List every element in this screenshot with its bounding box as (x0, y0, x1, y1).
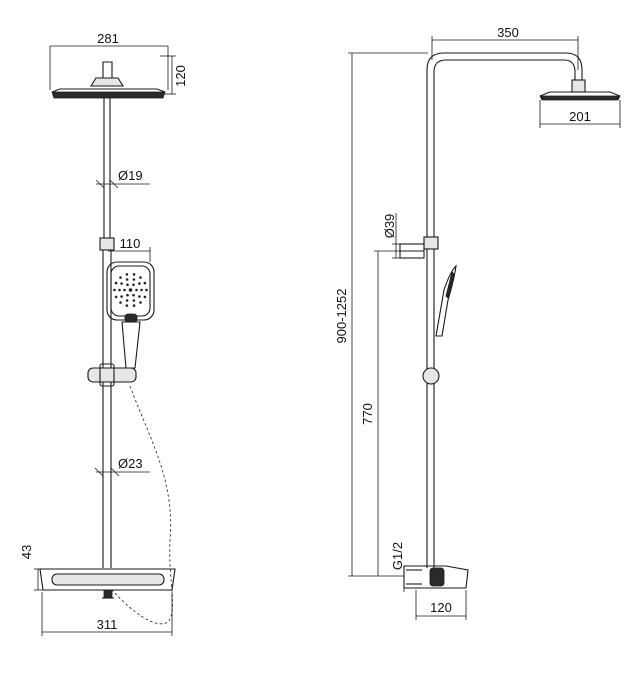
mixer-body (39, 568, 176, 591)
head-connector (102, 61, 113, 78)
nozzle-dot (132, 283, 135, 287)
nozzle-dot (132, 304, 136, 307)
hand-shower-side (435, 264, 457, 337)
nozzle-dot (145, 288, 148, 292)
nozzle-dot (143, 281, 147, 285)
hand-shower-nozzles (113, 273, 148, 307)
nozzle-dot (139, 276, 142, 279)
nozzle-dot (132, 299, 136, 302)
nozzle-dot (125, 273, 129, 276)
dim-lower-pipe: Ø23 (118, 456, 143, 471)
dim-mixer-depth: 120 (430, 600, 452, 615)
front-view: 281 120 Ø19 110 (19, 31, 188, 636)
nozzle-dot (120, 295, 123, 298)
nozzle-dot (113, 288, 116, 292)
nozzle-dot (126, 283, 129, 287)
nozzle-dot (138, 282, 141, 285)
nozzle-dot (114, 295, 118, 299)
head-mount (90, 77, 124, 87)
nozzle-dot (118, 288, 121, 292)
nozzle-dot (119, 276, 122, 279)
dim-arm-length: 350 (497, 25, 519, 40)
dim-inlet: G1/2 (390, 542, 405, 570)
dim-bracket: Ø39 (382, 214, 397, 239)
nozzle-dot (135, 288, 138, 292)
pipe-bracket (99, 237, 115, 251)
dim-mixer-width: 311 (97, 617, 118, 632)
dim-head-height: 120 (173, 65, 188, 87)
nozzle-dot (128, 288, 133, 292)
nozzle-dot (114, 281, 118, 285)
side-slider (422, 367, 440, 385)
nozzle-dot (132, 293, 135, 297)
dim-mid-height: 770 (360, 403, 375, 425)
nozzle-dot (139, 301, 142, 304)
side-bracket (423, 236, 439, 250)
nozzle-dot (119, 301, 122, 304)
slider-bracket (87, 367, 137, 383)
rain-head-side (539, 95, 621, 101)
nozzle-dot (120, 282, 123, 285)
nozzle-dot (125, 299, 129, 302)
dim-side-head-width: 201 (569, 109, 591, 124)
nozzle-dot (123, 288, 126, 292)
dim-total-height: 900-1252 (334, 289, 349, 344)
hose (111, 385, 173, 625)
dim-head-width: 281 (97, 31, 119, 46)
nozzle-dot (126, 293, 129, 297)
rain-head-front (51, 91, 166, 99)
nozzle-dot (140, 288, 143, 292)
riser-and-arm (426, 52, 583, 568)
nozzle-dot (125, 304, 129, 307)
nozzle-dot (138, 295, 141, 298)
nozzle-dot (125, 278, 129, 281)
hand-shower-handle (121, 321, 141, 369)
dim-mixer-height: 43 (19, 545, 34, 559)
nozzle-dot (132, 273, 136, 276)
side-view: 350 201 Ø39 G1/2 (334, 25, 621, 620)
dim-upper-pipe: Ø19 (118, 168, 143, 183)
dim-hand-shower: 110 (120, 236, 141, 251)
nozzle-dot (143, 295, 147, 299)
nozzle-dot (132, 278, 136, 281)
